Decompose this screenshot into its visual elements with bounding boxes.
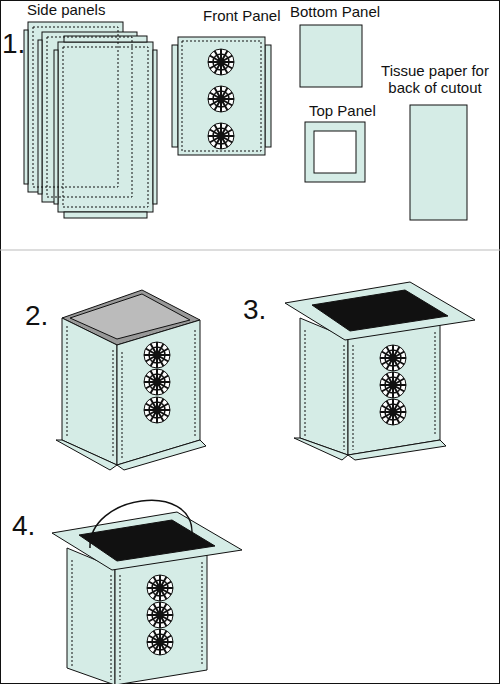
open-box [56,290,206,470]
box-with-top [285,282,475,460]
top-panel [305,122,365,182]
part-name: Bottom Panel [290,3,380,20]
side-panels [24,22,157,218]
tissue-paper [410,105,467,220]
part-name: Front Panel [203,7,281,24]
step-number: 1. [2,28,25,60]
part-name: Side panels [27,1,105,18]
step-number: 4. [12,510,35,542]
front-panel [172,37,271,155]
step-number: 3. [243,294,266,326]
box-with-handle [52,500,242,684]
part-name: Tissue paper for back of cutout [373,62,497,97]
bottom-panel [300,25,362,87]
step-number: 2. [25,300,48,332]
part-name: Top Panel [309,102,376,119]
